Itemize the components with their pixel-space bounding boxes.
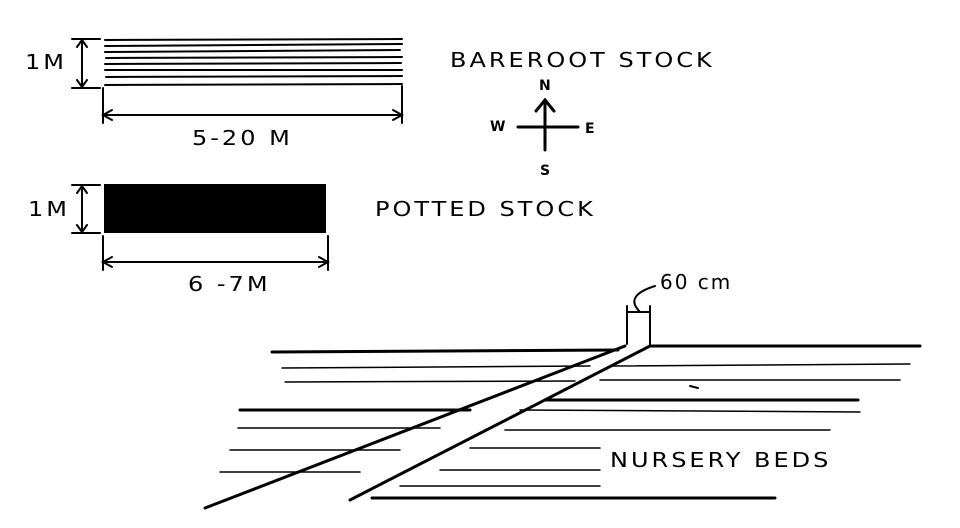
compass-icon [516,97,580,152]
nursery-beds-title: NURSERY BEDS [610,448,832,472]
compass-south-label: S [540,163,551,179]
bareroot-height-label: 1M [25,50,67,74]
potted-height-dimension [71,184,101,234]
bareroot-length-dimension [100,85,405,124]
path-width-dimension [626,285,656,345]
bareroot-bed [104,38,403,86]
bareroot-length-label: 5-20 M [192,126,293,150]
compass-east-label: E [585,121,595,137]
potted-length-label: 6 -7M [188,272,271,296]
potted-title: POTTED STOCK [375,197,596,221]
compass-west-label: W [490,119,506,135]
bareroot-title: BAREROOT STOCK [450,48,715,72]
compass-north-label: N [539,78,551,94]
path-width-label: 60 cm [660,270,733,294]
potted-height-label: 1M [28,197,70,221]
bareroot-height-dimension [71,38,101,89]
potted-length-dimension [100,235,331,271]
potted-bed [104,184,326,233]
nursery-beds [203,344,922,510]
